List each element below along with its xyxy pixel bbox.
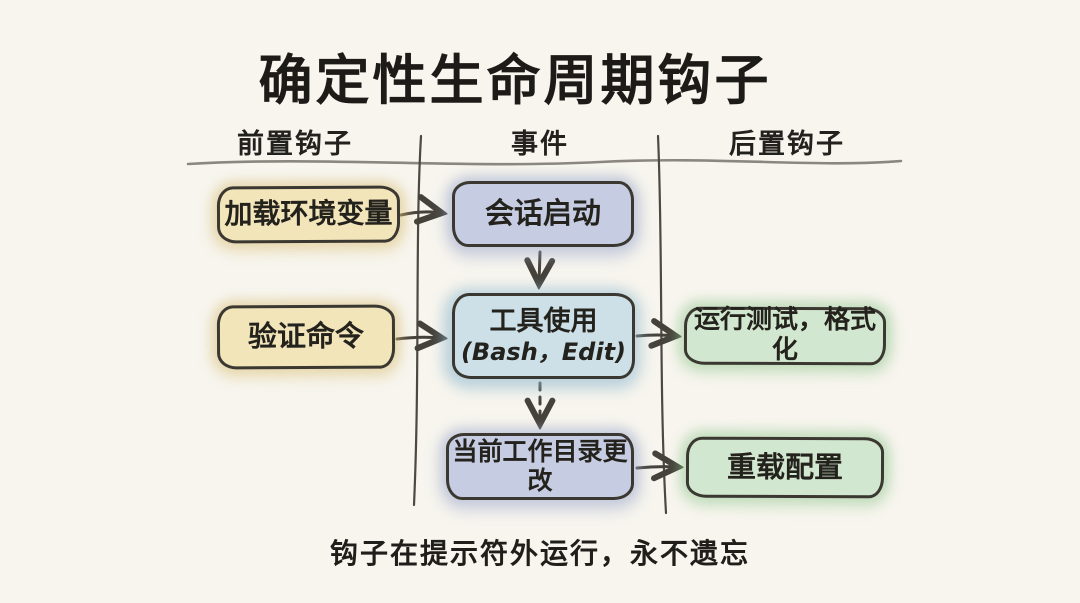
- footer-caption: 钩子在提示符外运行，永不遗忘: [329, 537, 750, 570]
- column-header-post-hooks: 后置钩子: [729, 129, 845, 160]
- node-load-env: 加载环境变量: [216, 185, 401, 244]
- arrow-load-env-to-session-start: [399, 212, 442, 215]
- column-divider-left: [412, 134, 423, 507]
- node-session-start-label: 会话启动: [484, 196, 601, 231]
- node-run-tests: 运行测试，格式化: [683, 304, 887, 366]
- column-header-events: 事件: [511, 129, 569, 160]
- node-tool-use-sublabel: (Bash，Edit): [460, 337, 627, 366]
- column-header-pre-hooks: 前置钩子: [237, 129, 353, 160]
- node-load-env-label: 加载环境变量: [224, 196, 393, 231]
- arrow-cwd-change-to-reload-config: [635, 467, 678, 468]
- node-verify-command: 验证命令: [216, 304, 396, 370]
- node-reload-config-label: 重载配置: [726, 449, 844, 485]
- node-run-tests-label: 运行测试，格式化: [693, 304, 877, 366]
- column-divider-right: [656, 134, 668, 515]
- arrow-session-start-to-tool-use: [539, 250, 540, 284]
- node-tool-use-label: 工具使用: [489, 305, 598, 337]
- node-tool-use: 工具使用 (Bash，Edit): [452, 293, 635, 379]
- node-cwd-change: 当前工作目录更改: [446, 433, 634, 500]
- node-session-start: 会话启动: [452, 181, 634, 247]
- arrow-tool-use-to-run-tests: [635, 335, 676, 336]
- node-cwd-change-label: 当前工作目录更改: [452, 436, 628, 495]
- node-verify-command-label: 验证命令: [247, 319, 365, 354]
- node-reload-config: 重载配置: [685, 436, 885, 499]
- arrow-verify-command-to-tool-use: [395, 337, 442, 339]
- page-title: 确定性生命周期钩子: [258, 49, 772, 112]
